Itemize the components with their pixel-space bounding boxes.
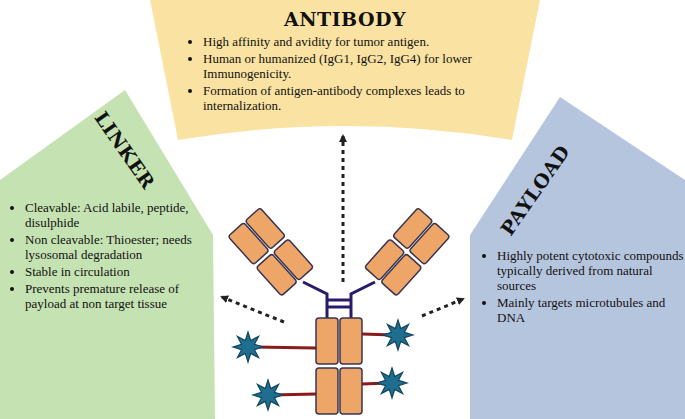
bullet-text: Mainly targets microtubules and DNA (497, 295, 685, 325)
bullet-text: Human or humanized (IgG1, IgG2, IgG4) fo… (203, 51, 521, 81)
bullet-text: Highly potent cytotoxic compounds typica… (497, 248, 685, 293)
bullet-text: High affinity and avidity for tumor anti… (203, 34, 521, 49)
antibody-panel: ANTIBODY High affinity and avidity for tu… (150, 0, 540, 142)
antibody-stem (316, 318, 362, 414)
panel-outline (0, 90, 215, 419)
panel-heading: ANTIBODY (284, 8, 406, 30)
payload-star (233, 320, 413, 410)
antibody-arm (364, 208, 449, 296)
bullet-list: Highly potent cytotoxic compounds typica… (482, 248, 685, 327)
hinge-region (303, 282, 375, 318)
bullet-text: Formation of antigen-antibody complexes … (203, 83, 521, 113)
bullet-text: Prevents premature release of payload at… (25, 281, 203, 311)
bullet-text: Stable in circulation (25, 264, 203, 279)
bullet-text: Cleavable: Acid labile, peptide, disulph… (25, 200, 203, 230)
bullet-list: Cleavable: Acid labile, peptide, disulph… (10, 200, 203, 313)
bullet-text: Non cleavable: Thioester; needs lysosoma… (25, 232, 203, 262)
payload-panel: PAYLOADHighly potent cytotoxic compounds… (462, 90, 685, 419)
panel-outline (150, 0, 540, 140)
antibody-arm (228, 208, 313, 296)
bullet-list: High affinity and avidity for tumor anti… (188, 34, 521, 115)
dotted-arrow (222, 136, 463, 322)
linker-panel: LINKERCleavable: Acid labile, peptide, d… (0, 88, 225, 419)
